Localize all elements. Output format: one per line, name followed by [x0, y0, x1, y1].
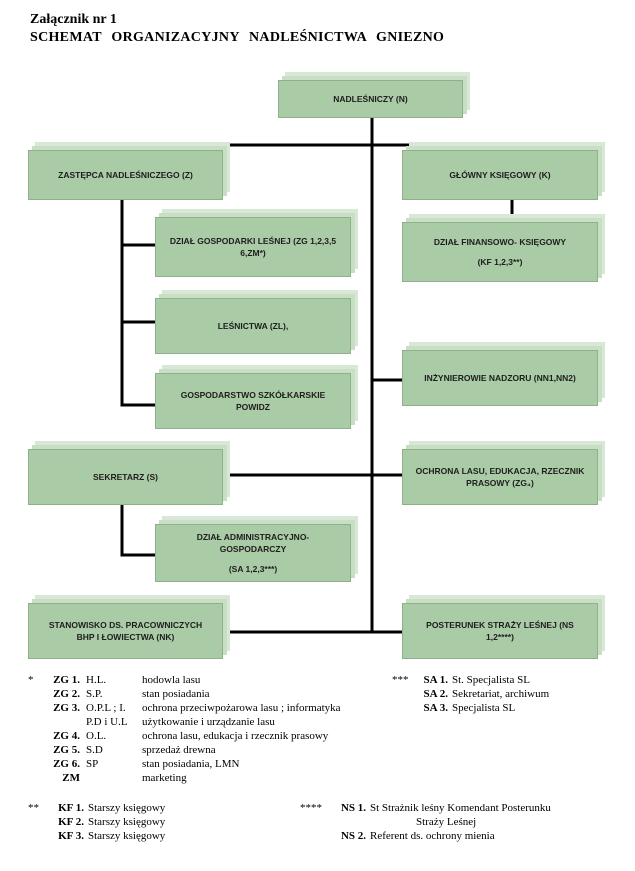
legend-desc: Starszy księgowy [88, 830, 166, 842]
legend-code: ZG 5. [53, 744, 80, 756]
legend-abbr: H.L. [86, 674, 107, 686]
legend-mark: * [28, 674, 34, 686]
legend-desc: Starszy księgowy [88, 816, 166, 828]
legend-desc: stan posiadania, LMN [142, 758, 240, 770]
legend-ns: **** NS 1. St Strażnik leśny Komendant Pos… [300, 801, 620, 843]
legend-desc: sprzedaż drewna [142, 744, 216, 756]
box-inzynierowie: INŻYNIEROWIE NADZORU (NN1,NN2) [402, 350, 598, 406]
box-sekretarz: SEKRETARZ (S) [28, 449, 223, 505]
legend-row: KF 2. Starszy księgowy [28, 815, 268, 829]
legend-abbr: O.P.L ; I. [86, 702, 126, 714]
legend-code: SA 3. [423, 702, 448, 714]
legend-desc: marketing [142, 772, 187, 784]
legend-desc: St. Specjalista SL [452, 674, 530, 686]
legend-code: NS 2. [340, 830, 366, 842]
legend-code: KF 1. [58, 802, 84, 814]
legend-desc: Referent ds. ochrony mienia [370, 830, 495, 842]
legend-abbr: S.P. [86, 688, 103, 700]
box-label: GŁÓWNY KSIĘGOWY (K) [449, 169, 551, 180]
box-label: (KF 1,2,3**) [477, 257, 523, 267]
box-label: 6,ZM*) [240, 248, 266, 258]
legend-desc: stan posiadania [142, 688, 210, 700]
legend-code: ZG 6. [53, 758, 80, 770]
box-label: INŻYNIEROWIE NADZORU (NN1,NN2) [424, 372, 576, 383]
legend-row: * ZG 1. H.L. hodowla lasu [28, 673, 368, 687]
legend-row: SA 3. Specjalista SL [392, 701, 612, 715]
legend-desc: użytkowanie i urządzanie lasu [142, 716, 275, 728]
legend-desc: hodowla lasu [142, 674, 201, 686]
box-ochrona-lasu: OCHRONA LASU, EDUKACJA, RZECZNIK PRASOWY… [402, 449, 598, 505]
legend-row: ZM marketing [28, 771, 368, 785]
box-label: POSTERUNEK STRAŻY LEŚNEJ (NS [426, 619, 574, 630]
box-label: GOSPODARSTWO SZKÓŁKARSKIE POWIDZ [180, 389, 326, 412]
box-dzial-gospodarki: DZIAŁ GOSPODARKI LEŚNEJ (ZG 1,2,3,5 6,ZM… [155, 217, 351, 277]
legend-code: ZG 1. [53, 674, 80, 686]
box-label: PRASOWY (ZG₄) [466, 478, 534, 488]
legend-row: ZG 3. O.P.L ; I. ochrona przeciwpożarowa l… [28, 701, 368, 715]
box-label: BHP I ŁOWIECTWA (NK) [76, 632, 175, 642]
legend-desc: Starszy księgowy [88, 802, 166, 814]
legend-code: ZG 2. [53, 688, 80, 700]
legend-zg: * ZG 1. H.L. hodowla lasu ZG 2. S.P. stan posi… [28, 673, 368, 785]
legend-mark: ** [28, 802, 39, 814]
box-zastepca: ZASTĘPCA NADLEŚNICZEGO (Z) [28, 150, 223, 200]
legend-abbr: O.L. [86, 730, 107, 742]
box-nadlesniczy: NADLEŚNICZY (N) [278, 80, 463, 118]
box-gospodarstwo: GOSPODARSTWO SZKÓŁKARSKIE POWIDZ [155, 373, 351, 429]
legend-code: ZG 3. [53, 702, 80, 714]
box-label: LEŚNICTWA (ZL), [217, 320, 289, 331]
legend-desc: Straży Leśnej [416, 816, 477, 828]
legend-abbr: SP [86, 758, 99, 770]
legend-desc: St Strażnik leśny Komendant Posterunku [370, 802, 551, 814]
legend-code: ZG 4. [53, 730, 80, 742]
legend-row: KF 3. Starszy księgowy [28, 829, 268, 843]
legend-row: ZG 6. SP stan posiadania, LMN [28, 757, 368, 771]
legend-row: *** SA 1. St. Specjalista SL [392, 673, 612, 687]
attachment-label: Załącznik nr 1 [30, 12, 117, 27]
legend-code: SA 2. [423, 688, 448, 700]
legend-sa: *** SA 1. St. Specjalista SL SA 2. Sekretari… [392, 673, 612, 715]
legend-code: SA 1. [423, 674, 448, 686]
box-label: DZIAŁ GOSPODARKI LEŚNEJ (ZG 1,2,3,5 [169, 235, 337, 246]
box-stanowisko-nk: STANOWISKO DS. PRACOWNICZYCH BHP I ŁOWIE… [28, 603, 223, 659]
legend-code: NS 1. [340, 802, 366, 814]
box-label: NADLEŚNICZY (N) [333, 93, 408, 104]
legend-desc: ochrona lasu, edukacja i rzecznik prasow… [142, 730, 329, 742]
box-label: ZASTĘPCA NADLEŚNICZEGO (Z) [58, 169, 193, 180]
legend-kf: ** KF 1. Starszy księgowy KF 2. Starszy księ… [28, 801, 268, 843]
page-title: SCHEMAT ORGANIZACYJNY NADLEŚNICTWA GNIEZ… [30, 30, 445, 45]
legend-row: Straży Leśnej [300, 815, 620, 829]
legend-desc: Specjalista SL [452, 702, 516, 714]
box-dzial-administracyjno: DZIAŁ ADMINISTRACYJNO-GOSPODARCZY (SA 1,… [155, 524, 351, 582]
legend-mark: **** [300, 802, 322, 814]
box-dzial-finansowo: DZIAŁ FINANSOWO- KSIĘGOWY (KF 1,2,3**) [402, 222, 598, 282]
legend-row: NS 2. Referent ds. ochrony mienia [300, 829, 620, 843]
legend-row: SA 2. Sekretariat, archiwum [392, 687, 612, 701]
box-label: OCHRONA LASU, EDUKACJA, RZECZNIK [415, 465, 585, 476]
legend-row: ** KF 1. Starszy księgowy [28, 801, 268, 815]
legend-mark: *** [392, 674, 409, 686]
legend-desc: Sekretariat, archiwum [452, 688, 550, 700]
box-label: DZIAŁ ADMINISTRACYJNO-GOSPODARCZY [196, 531, 310, 554]
box-label: STANOWISKO DS. PRACOWNICZYCH [48, 619, 203, 630]
legend-row: ZG 2. S.P. stan posiadania [28, 687, 368, 701]
legend-abbr: P.D i U.L [86, 716, 128, 728]
box-lesnictwa: LEŚNICTWA (ZL), [155, 298, 351, 354]
legend-row: ZG 5. S.D sprzedaż drewna [28, 743, 368, 757]
box-label: (SA 1,2,3***) [228, 564, 278, 575]
box-label: DZIAŁ FINANSOWO- KSIĘGOWY [433, 236, 567, 247]
box-label: 1,2****) [486, 632, 514, 642]
legend-row: **** NS 1. St Strażnik leśny Komendant Pos… [300, 801, 620, 815]
legend-code: ZM [62, 772, 80, 784]
legend-code: KF 2. [58, 816, 84, 828]
legend-row: ZG 4. O.L. ochrona lasu, edukacja i rzeczn… [28, 729, 368, 743]
legend-abbr: S.D [86, 744, 103, 756]
box-label: SEKRETARZ (S) [92, 471, 158, 482]
box-posterunek: POSTERUNEK STRAŻY LEŚNEJ (NS 1,2****) [402, 603, 598, 659]
legend-desc: ochrona przeciwpożarowa lasu ; informaty… [142, 702, 341, 714]
box-glowny-ksiegowy: GŁÓWNY KSIĘGOWY (K) [402, 150, 598, 200]
legend-row: P.D i U.L użytkowanie i urządzanie lasu [28, 715, 368, 729]
legend-code: KF 3. [58, 830, 84, 842]
